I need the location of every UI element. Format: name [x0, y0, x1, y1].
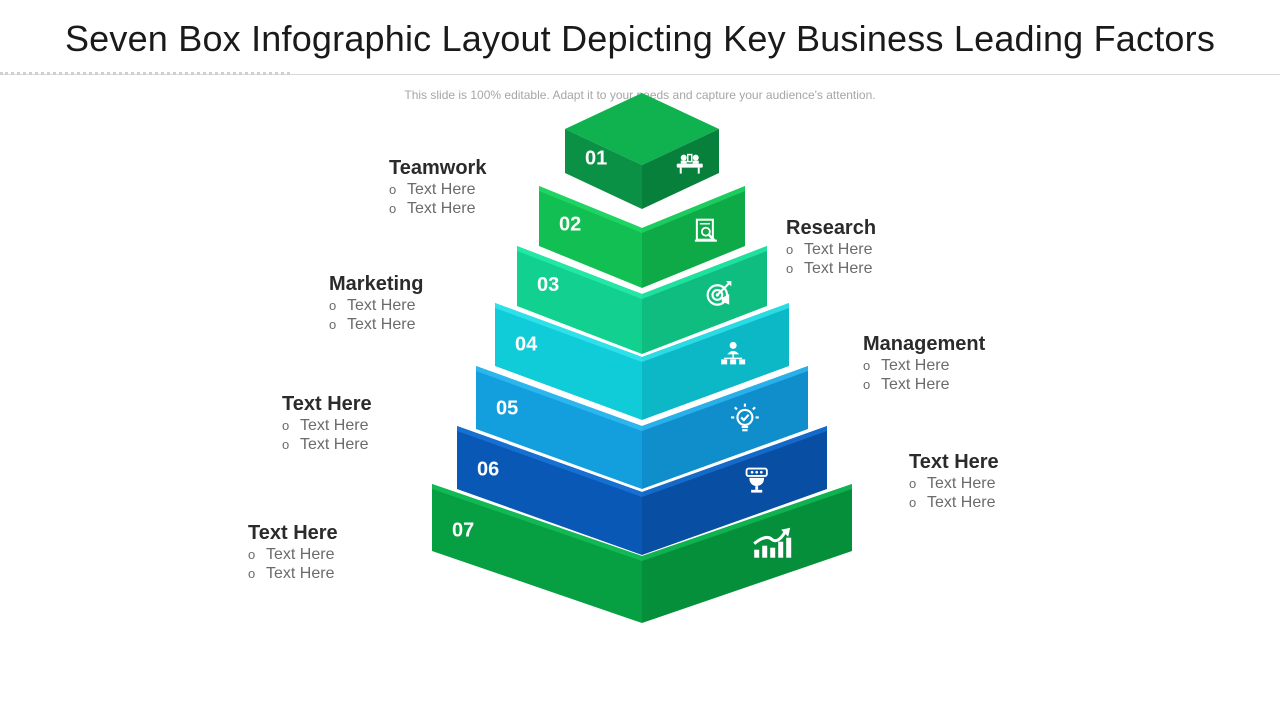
pyramid-level-04: 04 [495, 303, 789, 420]
level-top-edge [517, 246, 642, 299]
title-divider [0, 74, 1280, 75]
label-bullet: o Text Here [329, 296, 423, 315]
bullet-marker: o [329, 317, 337, 332]
label-heading: Research [786, 217, 877, 239]
level-top-edge [642, 484, 852, 561]
level-top-edge [539, 186, 642, 233]
bullet-text: Text Here [881, 357, 950, 374]
pyramid-level-03: 03 [517, 246, 767, 354]
level-top-edge [642, 186, 745, 233]
bullet-marker: o [863, 377, 871, 392]
level-front-face [539, 186, 642, 288]
level-number: 04 [515, 334, 538, 356]
level-front-face [517, 246, 642, 354]
slide-title: Seven Box Infographic Layout Depicting K… [64, 18, 1216, 59]
label-heading: Text Here [248, 522, 338, 544]
bullet-text: Text Here [300, 417, 369, 434]
level-top-edge [476, 366, 642, 431]
level-side-face [642, 303, 789, 420]
level-number: 03 [537, 274, 559, 296]
level-side-face [642, 246, 767, 354]
level-number: 06 [477, 458, 499, 480]
bullet-text: Text Here [266, 546, 335, 563]
bullet-marker: o [329, 298, 337, 313]
bullet-marker: o [282, 437, 290, 452]
bullet-marker: o [786, 261, 794, 276]
bullet-text: Text Here [347, 297, 416, 314]
bullet-text: Text Here [300, 436, 369, 453]
level-front-face [457, 426, 642, 555]
level-number: 02 [559, 213, 581, 235]
level-number: 01 [585, 147, 607, 169]
label-heading: Teamwork [389, 157, 487, 179]
label-heading: Management [863, 333, 986, 355]
label-bullet: o Text Here [248, 564, 338, 583]
bullet-text: Text Here [927, 494, 996, 511]
level-top-edge [642, 366, 808, 431]
bullet-marker: o [863, 358, 871, 373]
label-bullet: o Text Here [282, 416, 372, 435]
level-side-face [642, 484, 852, 623]
level-top-edge [432, 484, 642, 561]
bullet-marker: o [786, 242, 794, 257]
label-bullet: o Text Here [389, 199, 486, 218]
level-front-face [565, 129, 642, 209]
bullet-marker: o [282, 418, 290, 433]
bullet-marker: o [389, 182, 397, 197]
label-bullet: o Text Here [863, 375, 985, 394]
label-heading: Text Here [909, 451, 999, 473]
bullet-text: Text Here [347, 316, 416, 333]
level-front-face [432, 484, 642, 623]
level-number: 05 [496, 398, 518, 420]
label-bullet: o Text Here [786, 240, 876, 259]
level-top-edge [457, 426, 642, 497]
bullet-text: Text Here [881, 376, 950, 393]
label-bullet: o Text Here [248, 545, 338, 564]
pyramid-level-07: 07 [432, 484, 852, 623]
level-front-face [495, 303, 642, 420]
label-bullet: o Text Here [329, 315, 423, 334]
level-top-edge [642, 246, 767, 299]
level-side-face [642, 366, 808, 489]
pyramid-level-05: 05 [476, 366, 808, 489]
label-bullet: o Text Here [909, 493, 999, 512]
bullet-text: Text Here [804, 260, 873, 277]
bullet-marker: o [389, 201, 397, 216]
bullet-marker: o [248, 547, 256, 562]
label-bullet: o Text Here [282, 435, 372, 454]
label-bullet: o Text Here [389, 180, 486, 199]
bullet-text: Text Here [407, 200, 476, 217]
bullet-marker: o [248, 566, 256, 581]
level-top-edge [642, 303, 789, 362]
pyramid-level-06: 06 [457, 426, 827, 555]
title-divider-accent [0, 72, 290, 75]
bullet-marker: o [909, 476, 917, 491]
bullet-text: Text Here [407, 181, 476, 198]
level-side-face [642, 426, 827, 555]
label-bullet: o Text Here [863, 356, 985, 375]
level-side-face [642, 186, 745, 288]
bullet-text: Text Here [804, 241, 873, 258]
label-bullet: o Text Here [786, 259, 876, 278]
bullet-text: Text Here [266, 565, 335, 582]
bullet-text: Text Here [927, 475, 996, 492]
level-top-edge [495, 303, 642, 362]
label-heading: Text Here [282, 393, 372, 415]
level-front-face [476, 366, 642, 489]
label-bullet: o Text Here [909, 474, 999, 493]
level-number: 07 [452, 519, 474, 541]
pyramid-level-01: 01 [565, 93, 719, 209]
level-top-edge [642, 426, 827, 497]
pyramid-level-02: 02 [539, 186, 745, 288]
bullet-marker: o [909, 495, 917, 510]
label-heading: Marketing [329, 273, 424, 295]
